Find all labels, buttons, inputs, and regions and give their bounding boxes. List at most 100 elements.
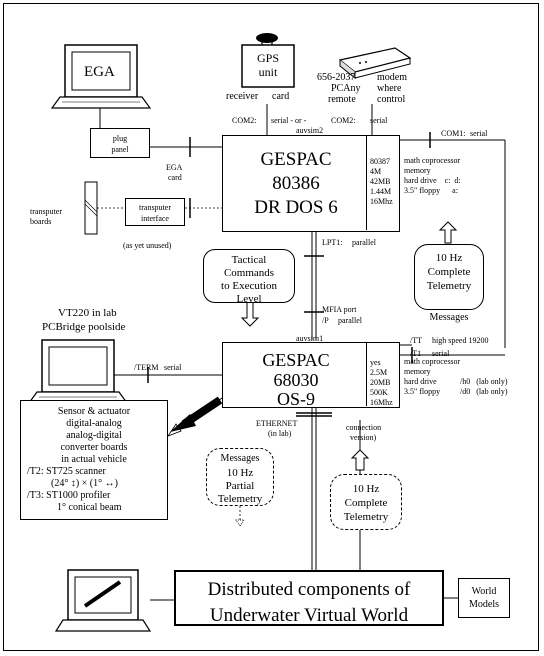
telemetry-bottom-line1: 10 Hz: [352, 483, 380, 495]
auvsim1-desc-3: 3.5" floppy: [404, 387, 441, 396]
auvsim1-spec-1: 2.5M: [370, 368, 388, 377]
com2-right-label: COM2:: [331, 116, 356, 125]
auvsim1-divider: [366, 343, 367, 406]
telemetry-top-line2: Complete: [427, 266, 471, 278]
tactical-line1: Tactical: [231, 254, 267, 266]
auvsim1-desc-2: hard drive: [404, 377, 437, 386]
modem-remote: remote: [328, 94, 356, 105]
world-models-line1: World: [471, 586, 497, 597]
sensor-t3: /T3: ST1000 profiler: [27, 490, 111, 501]
telemetry-partial-box: Messages 10 Hz Partial Telemetry: [206, 448, 274, 506]
auvsim1-spec-3: 500K: [370, 388, 388, 397]
tactical-line4: Level: [236, 293, 262, 305]
auvsim1-dev-2: /h0 (lab only): [460, 377, 508, 386]
ethernet-in-lab: (in lab): [268, 429, 292, 438]
auvsim2-desc-0: math coprocessor: [404, 156, 461, 165]
plug-panel-line1: plug: [112, 134, 128, 143]
monitor-vt220-icon: [27, 339, 129, 404]
auvsim2-divider: [366, 136, 367, 230]
modem-number: 656-2037: [317, 72, 356, 83]
telemetry-partial-messages: Messages: [220, 453, 260, 464]
transputer-interface-line1: transputer: [139, 203, 171, 212]
ethernet-label: ETHERNET: [256, 419, 298, 428]
modem-where: where: [377, 83, 402, 94]
sensor-t3b: 1° conical beam: [57, 502, 122, 513]
sensor-line-4: in actual vehicle: [61, 454, 127, 465]
sensor-line-3: converter boards: [60, 442, 128, 453]
telemetry-complete-top-box: 10 Hz Complete Telemetry: [414, 244, 484, 310]
auvsim2-tag: auvsim2: [296, 126, 324, 135]
world-models-box: World Models: [458, 578, 510, 618]
auvsim2-title1: GESPAC: [260, 149, 332, 170]
mfia-p-label: /P: [322, 316, 329, 325]
t1-desc: serial: [432, 349, 450, 358]
tt-desc: high speed 19200: [432, 336, 489, 345]
sensor-line-2: analog-digital: [66, 430, 122, 441]
auvsim2-desc-2: hard drive c: d:: [404, 176, 461, 185]
auvsim2-desc-3: 3.5" floppy a:: [404, 186, 458, 195]
auvsim1-spec-0: yes: [370, 358, 381, 367]
telemetry-partial-line1: 10 Hz: [226, 467, 254, 479]
monitor-ega-icon: [50, 44, 152, 109]
laptop-icon: [54, 569, 152, 632]
modem-control: control: [377, 94, 406, 105]
auvsim1-title3: OS-9: [276, 389, 315, 409]
vt220-line2: PCBridge poolside: [42, 321, 126, 333]
gps-card: card: [272, 91, 290, 102]
connection-line1: connection: [346, 423, 382, 432]
telemetry-bottom-line2: Complete: [344, 497, 388, 509]
tactical-commands-box: Tactical Commands to Execution Level: [203, 249, 295, 305]
auvsim1-title1: GESPAC: [262, 350, 330, 370]
modem-icon: [338, 47, 412, 80]
telemetry-top-line3: Telemetry: [426, 280, 472, 292]
tactical-line2: Commands: [223, 267, 275, 279]
modem-label: modem: [377, 72, 407, 83]
transputer-interface-line2: interface: [141, 214, 169, 223]
telemetry-complete-bottom-box: 10 Hz Complete Telemetry: [330, 474, 402, 530]
lpt1-type: parallel: [352, 238, 376, 247]
connection-line2: version): [350, 433, 377, 442]
vt220-line1: VT220 in lab: [58, 307, 117, 319]
auvsim2-title2: 80386: [272, 173, 320, 194]
term-label: /TERM: [134, 363, 159, 372]
auvsim2-box: GESPAC 80386 DR DOS 6 80387 4M 42MB 1.44…: [222, 135, 400, 232]
auvsim1-desc-1: memory: [404, 367, 431, 376]
auvsim2-desc-1: memory: [404, 166, 431, 175]
auvsim1-tag: auvsim1: [296, 334, 324, 343]
auvsim1-spec-2: 20MB: [370, 378, 391, 387]
sensor-actuator-box: Sensor & actuator digital-analog analog-…: [20, 400, 168, 520]
auvsim2-spec-0: 80387: [370, 157, 390, 166]
com1-serial: serial: [470, 129, 488, 138]
telemetry-top-line1: 10 Hz: [435, 252, 463, 264]
t1-label: /T1: [410, 349, 422, 358]
auvsim1-title2: 68030: [273, 370, 319, 390]
auvsim1-box: GESPAC 68030 OS-9 yes 2.5M 20MB 500K 16M…: [222, 342, 400, 408]
tactical-line3: to Execution: [221, 280, 277, 292]
gps-line1: GPS: [256, 51, 279, 65]
transputer-unused-note: (as yet unused): [123, 241, 172, 250]
plug-panel-box: plug panel: [90, 128, 150, 158]
auvsim2-title3: DR DOS 6: [254, 197, 338, 218]
transputer-board-icon: [84, 181, 98, 235]
auvsim2-spec-3: 1.44M: [370, 187, 392, 196]
sensor-t2b: (24° ↕) × (1° ↔): [51, 478, 118, 489]
sensor-line-0: Sensor & actuator: [57, 406, 131, 417]
com2-right-serial: serial: [370, 116, 388, 125]
gps-unit-icon: [241, 33, 295, 88]
distributed-line2: Underwater Virtual World: [209, 605, 409, 626]
plug-panel-line2: panel: [111, 145, 129, 154]
auvsim1-desc-0: math coprocessor: [404, 357, 461, 366]
tt-label: /TT: [410, 336, 422, 345]
ega-card-line1: EGA: [166, 163, 183, 172]
gps-line2: unit: [258, 65, 278, 79]
transputer-interface-box: transputer interface: [125, 198, 185, 226]
telemetry-top-messages: Messages: [429, 312, 469, 323]
telemetry-partial-line3: Telemetry: [217, 493, 263, 505]
lpt1-label: LPT1:: [322, 238, 343, 247]
transputer-boards-line1: transputer: [30, 207, 62, 216]
figure-frame: [3, 3, 539, 651]
distributed-components-box: Distributed components of Underwater Vir…: [174, 570, 444, 626]
modem-pcany: PCAny: [331, 83, 361, 94]
sensor-line-1: digital-analog: [66, 418, 122, 429]
gps-receiver: receiver: [226, 91, 259, 102]
